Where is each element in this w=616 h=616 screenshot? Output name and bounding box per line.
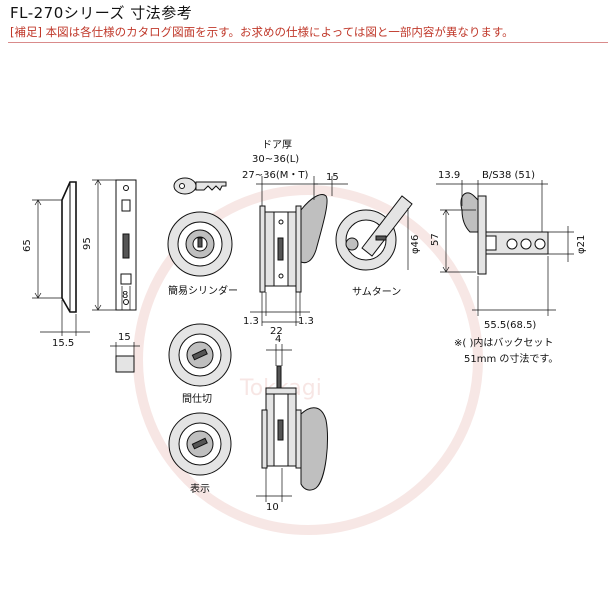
note-line-1: ※( )内はバックセット — [454, 336, 553, 349]
label-indicator: 表示 — [190, 482, 210, 495]
key-icon — [173, 177, 227, 195]
label-door-range-l: 30~36(L) — [252, 154, 299, 165]
dim-15-a: 15 — [118, 332, 131, 343]
note-text: 本図は各仕様のカタログ図面を示す。お求めの仕様によっては図と一部内容が異なります… — [41, 25, 514, 39]
dim-95: 95 — [82, 237, 93, 250]
thumbturn-rosette — [335, 195, 413, 271]
dim-10: 10 — [266, 502, 279, 513]
dim-1-3-a: 1.3 — [243, 316, 259, 327]
note-line: [補足] 本図は各仕様のカタログ図面を示す。お求めの仕様によっては図と一部内容が… — [10, 24, 514, 40]
dim-15-5: 15.5 — [52, 338, 74, 349]
dim-8: 8 — [122, 290, 128, 301]
label-door-thickness: ドア厚 — [262, 139, 292, 151]
dim-65: 65 — [22, 239, 33, 252]
label-door-range-mt: 27~36(M・T) — [242, 170, 308, 181]
latch-assembly — [436, 180, 574, 316]
side-section-lower — [256, 344, 329, 502]
dim-1-3-b: 1.3 — [298, 316, 314, 327]
privacy-rosette — [168, 323, 232, 387]
page-title: FL-270シリーズ 寸法参考 — [10, 4, 193, 22]
latch-bolt — [110, 342, 140, 373]
dim-backset: B/S38 (51) — [482, 170, 535, 181]
dim-15-b: 15 — [326, 172, 339, 183]
label-cylinder: 簡易シリンダー — [168, 284, 238, 297]
header-divider — [8, 42, 608, 43]
dim-46: φ46 — [410, 235, 421, 254]
front-plate-face-view — [92, 179, 137, 311]
dim-57: 57 — [430, 233, 441, 246]
cylinder-rosette — [167, 211, 233, 277]
note-tag: [補足] — [10, 25, 42, 39]
note-line-2: 51mm の寸法です。 — [464, 352, 558, 365]
label-thumbturn: サムターン — [352, 286, 401, 298]
dim-55-5: 55.5(68.5) — [484, 320, 536, 331]
label-privacy: 間仕切 — [182, 392, 212, 405]
indicator-rosette — [168, 412, 232, 476]
dim-13-9: 13.9 — [438, 170, 460, 181]
front-plate-side-view — [32, 181, 90, 336]
dim-22: 22 — [270, 326, 283, 337]
dim-21: φ21 — [576, 235, 587, 254]
dim-4: 4 — [275, 334, 281, 345]
side-section-upper — [250, 176, 348, 326]
